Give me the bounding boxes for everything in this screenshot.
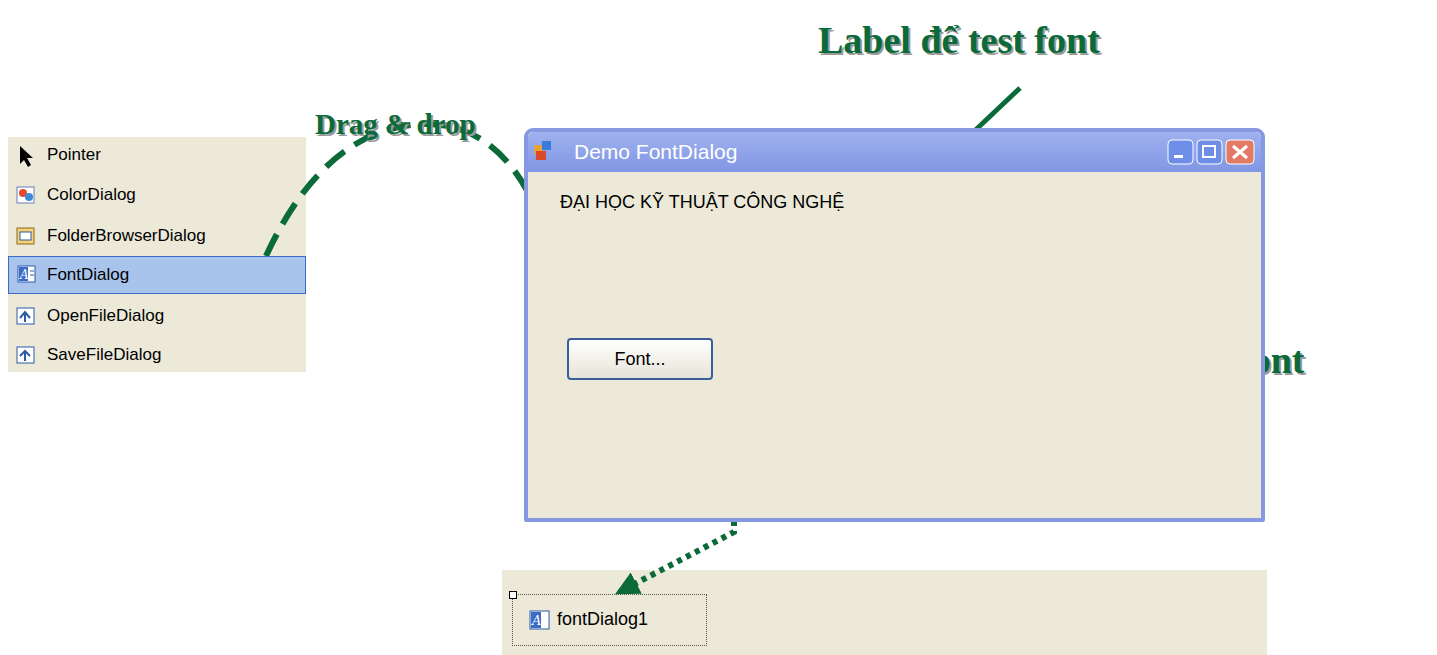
font-icon: A [529,610,551,632]
svg-text:A: A [531,613,541,628]
toolbox-item: SaveFileDialog [47,345,161,365]
toolbox-icons [17,146,34,363]
edge-label: Drag & drop [315,108,476,141]
component-name: fontDialog1 [557,609,648,630]
toolbox-item: ColorDialog [47,185,136,205]
toolbox-item: FolderBrowserDialog [47,226,206,246]
form-label: ĐẠI HỌC KỸ THUẬT CÔNG NGHỆ [560,192,844,213]
svg-text:A: A [19,268,29,282]
toolbox-item-selected: A FontDialog [8,256,306,294]
component-tray [502,570,1267,655]
toolbox-panel [8,137,306,372]
button: Font... [567,338,713,380]
font-icon: A [17,265,37,285]
button-text: Font... [614,349,665,370]
toolbox-item: OpenFileDialog [47,306,164,326]
toolbox-item: Pointer [47,145,101,165]
window-title: Demo FontDialog [574,140,737,164]
callout-label: Label để test font [818,18,1100,62]
handle [509,591,517,599]
toolbox-item-text: FontDialog [47,265,129,285]
form-window: Demo FontDialogĐẠI HỌC KỸ THUẬT CÔNG NGH… [524,128,1265,522]
tray-component: AfontDialog1 [512,594,707,646]
